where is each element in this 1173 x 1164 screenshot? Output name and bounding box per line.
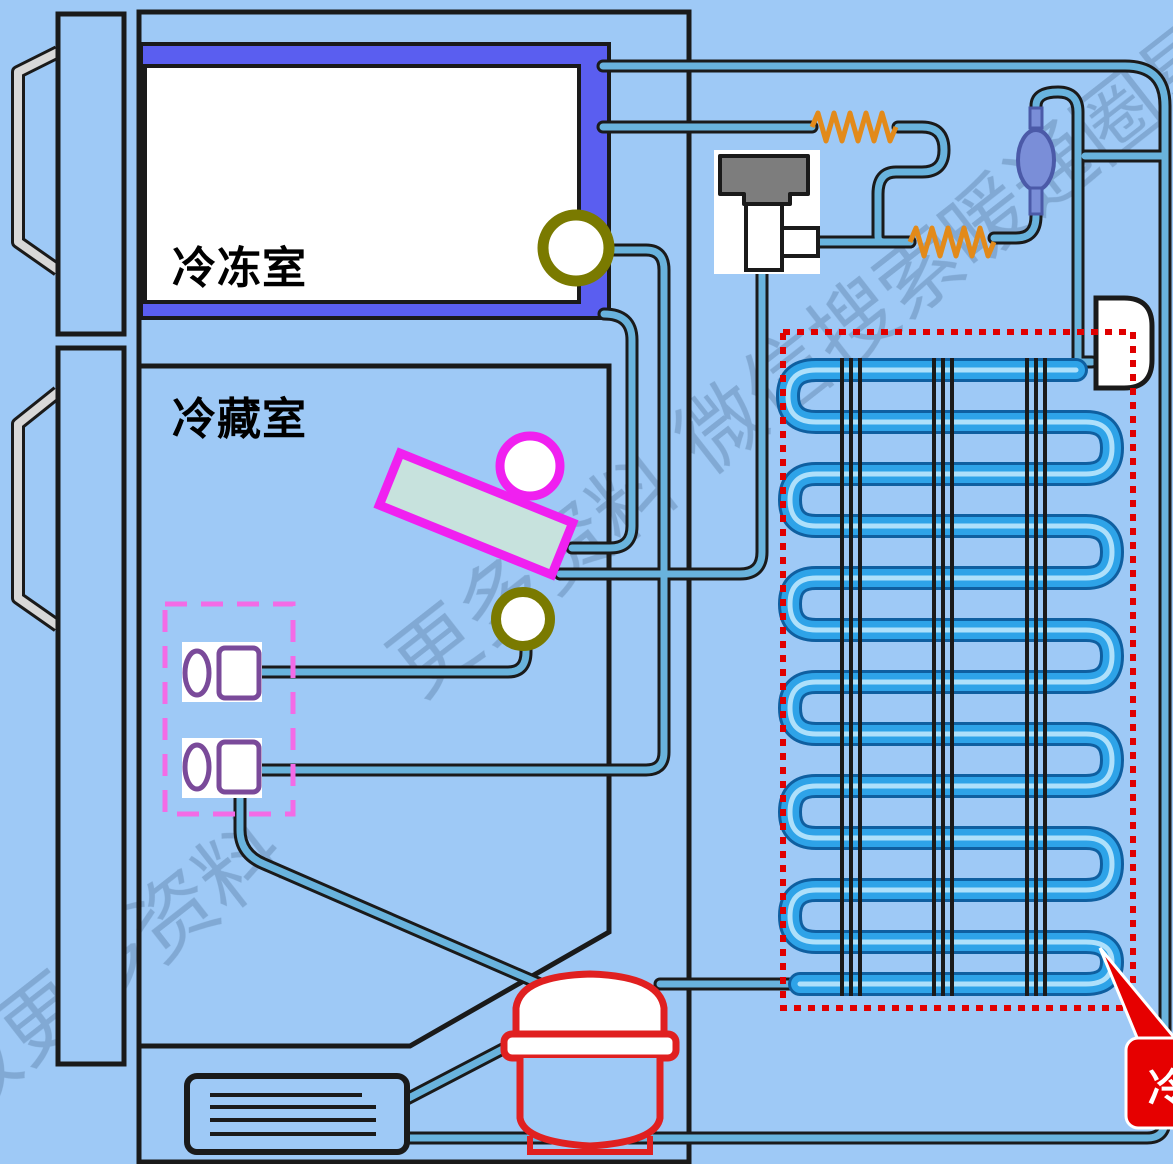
freezer-label: 冷冻室 xyxy=(172,243,307,294)
valve-upper xyxy=(182,642,262,702)
freezer-compartment xyxy=(139,42,611,320)
accumulator xyxy=(1093,295,1155,391)
valve-group-box xyxy=(162,601,296,817)
fridge-sensor xyxy=(491,587,555,651)
condenser xyxy=(776,358,1124,996)
condenser-highlight-box xyxy=(780,329,1136,1011)
thermostat-box xyxy=(373,431,579,581)
valve-lower xyxy=(182,738,262,798)
fridge-door-handle xyxy=(11,386,63,632)
refrigerant-pipes xyxy=(233,59,1172,1145)
solenoid-valve xyxy=(714,150,820,274)
thermostat-sensor xyxy=(495,431,565,501)
fridge-compartment xyxy=(141,363,612,1049)
freezer-sensor xyxy=(537,209,615,287)
capillary-coil-upper xyxy=(809,110,899,144)
callout-text: 冷 xyxy=(1148,1066,1173,1112)
fridge-door xyxy=(55,345,127,1067)
callout-bubble xyxy=(1098,947,1173,1130)
cabinet-outline xyxy=(136,9,692,1164)
freezer-door xyxy=(55,11,127,337)
drier-filter xyxy=(1016,106,1056,216)
compressor xyxy=(500,970,680,1155)
freezer-door-handle xyxy=(11,45,63,276)
capillary-coil-lower xyxy=(907,225,997,259)
drip-tray xyxy=(184,1073,410,1155)
refrigerator-label: 冷藏室 xyxy=(172,394,307,445)
